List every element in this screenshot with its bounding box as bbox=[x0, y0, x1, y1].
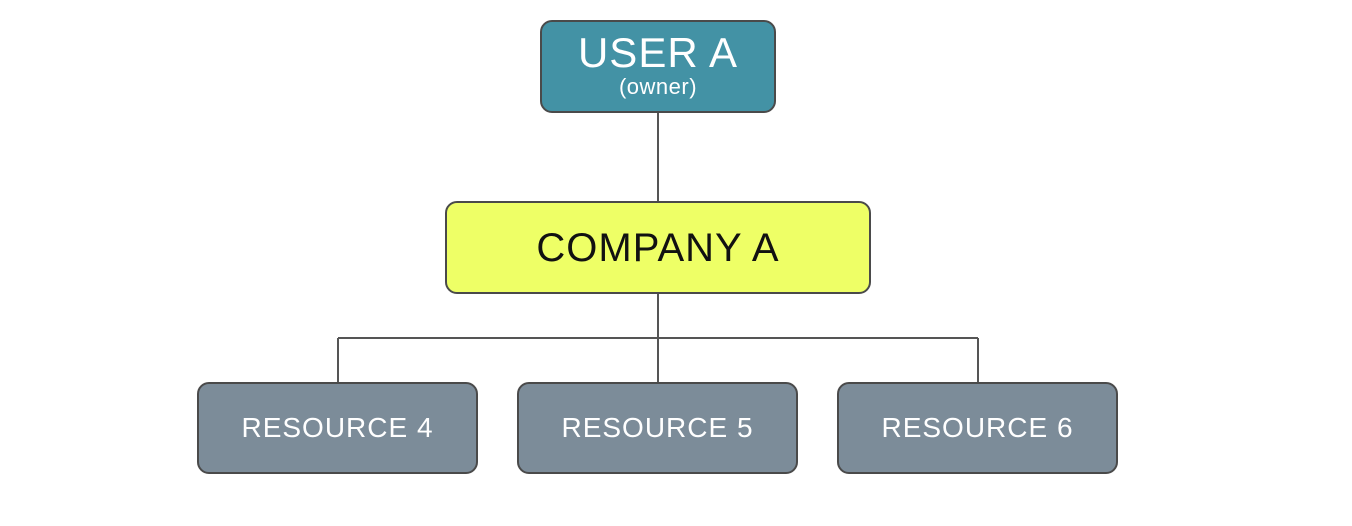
company-node-title: COMPANY A bbox=[536, 225, 780, 270]
resource-node-label: RESOURCE 4 bbox=[241, 412, 434, 443]
resource-node-label: RESOURCE 6 bbox=[881, 412, 1074, 443]
user-node-title: USER A bbox=[577, 28, 739, 76]
user-node: USER A (owner) bbox=[540, 20, 776, 113]
resource-node-4: RESOURCE 4 bbox=[197, 382, 478, 474]
resource-node-label: RESOURCE 5 bbox=[561, 412, 754, 443]
user-node-role: (owner) bbox=[618, 73, 698, 99]
company-node: COMPANY A bbox=[445, 201, 871, 294]
resource-node-6: RESOURCE 6 bbox=[837, 382, 1118, 474]
resource-node-5: RESOURCE 5 bbox=[517, 382, 798, 474]
